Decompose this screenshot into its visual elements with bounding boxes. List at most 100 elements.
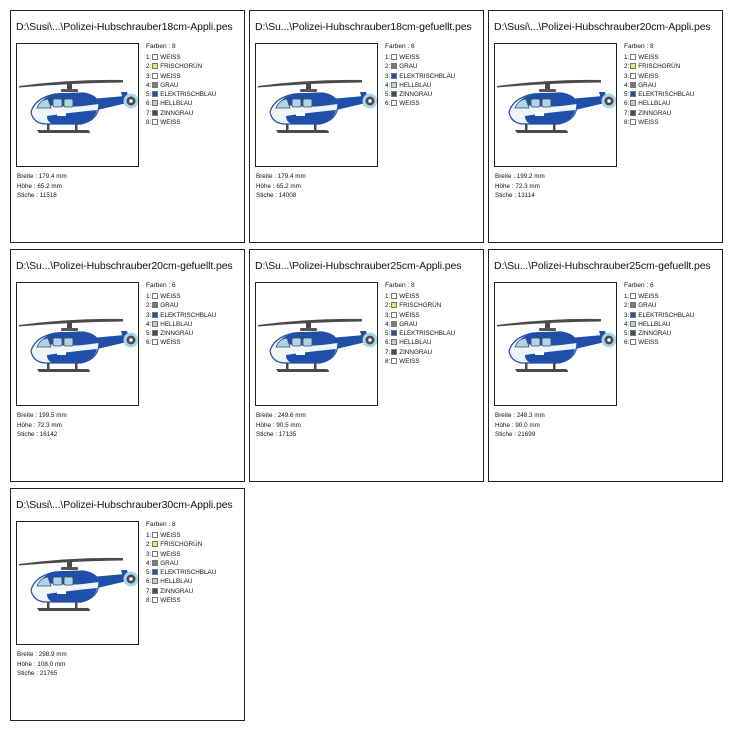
design-card[interactable]: D:\Su...\Polizei-Hubschrauber25cm-Appli.…	[249, 249, 484, 482]
design-file-path: D:\Su...\Polizei-Hubschrauber25cm-gefuel…	[494, 260, 711, 272]
thread-color-item: 5:ELEKTRISCHBLAU	[146, 90, 216, 99]
thread-color-name: GRAU	[638, 81, 657, 89]
thread-color-index: 6:	[146, 100, 152, 108]
thread-color-name: WEISS	[399, 311, 420, 319]
thread-color-swatch	[152, 320, 159, 327]
design-card[interactable]: D:\Su...\Polizei-Hubschrauber20cm-gefuel…	[10, 249, 245, 482]
stitches-value: 17135	[278, 431, 297, 438]
height-value: 108.0 mm	[37, 660, 66, 668]
thread-color-index: 4:	[624, 81, 630, 89]
width-value: 199.2 mm	[516, 173, 545, 180]
thread-color-item: 3:ELEKTRISCHBLAU	[385, 72, 455, 81]
thread-color-swatch	[152, 72, 159, 79]
width-label: Breite	[495, 173, 512, 180]
thread-color-item: 1:WEISS	[385, 53, 455, 62]
width-value: 249.6 mm	[277, 412, 306, 419]
thread-color-item: 6:HELLBLAU	[624, 99, 694, 108]
thread-color-swatch	[152, 339, 159, 346]
design-card[interactable]: D:\Susi\...\Polizei-Hubschrauber18cm-App…	[10, 10, 245, 243]
width-row: Breite : 248.3 mm	[495, 412, 545, 419]
thread-color-item: 6:HELLBLAU	[385, 338, 455, 347]
design-card[interactable]: D:\Su...\Polizei-Hubschrauber25cm-gefuel…	[488, 249, 723, 482]
thread-color-swatch	[152, 63, 159, 70]
thread-color-index: 4:	[385, 81, 391, 89]
width-label: Breite	[495, 412, 512, 419]
thread-color-swatch	[630, 302, 637, 309]
colors-count-label: Farben	[146, 43, 167, 50]
width-row: Breite : 298.9 mm	[17, 651, 67, 658]
design-card[interactable]: D:\Su...\Polizei-Hubschrauber18cm-gefuel…	[249, 10, 484, 243]
height-row: Höhe : 90.5 mm	[256, 421, 301, 429]
thread-color-index: 4:	[146, 559, 152, 567]
thread-color-name: HELLBLAU	[399, 339, 432, 347]
thread-color-name: ZINNGRAU	[399, 348, 433, 356]
stitches-label: Stiche	[495, 192, 513, 199]
width-label: Breite	[17, 173, 34, 180]
thread-color-item: 3:WEISS	[385, 311, 455, 320]
thread-color-index: 2:	[146, 302, 152, 310]
thread-color-index: 3:	[624, 311, 630, 319]
helicopter-image	[258, 79, 377, 133]
thread-color-item: 1:WEISS	[146, 53, 216, 62]
height-row: Höhe : 90.0 mm	[495, 421, 540, 429]
thread-color-item: 5:ELEKTRISCHBLAU	[385, 329, 455, 338]
width-row: Breite : 179.4 mm	[17, 173, 67, 180]
helicopter-image	[19, 557, 138, 611]
colors-count: Farben : 8	[624, 43, 654, 50]
thread-color-index: 2:	[385, 63, 391, 71]
height-label: Höhe	[495, 182, 511, 190]
design-file-path: D:\Susi\...\Polizei-Hubschrauber18cm-App…	[16, 21, 233, 33]
thread-color-swatch	[630, 320, 637, 327]
width-row: Breite : 179.4 mm	[256, 173, 306, 180]
thread-color-name: WEISS	[160, 72, 181, 80]
thread-color-item: 3: WEISS	[146, 72, 216, 81]
thread-color-swatch	[630, 91, 637, 98]
thread-color-name: WEISS	[399, 293, 420, 300]
stitches-value: 21699	[517, 431, 536, 438]
thread-color-name: WEISS	[160, 119, 181, 127]
thread-color-swatch	[391, 100, 398, 107]
thread-color-index: 4:	[624, 320, 630, 328]
height-label: Höhe	[256, 182, 272, 190]
thread-color-swatch	[391, 311, 398, 318]
thread-color-swatch	[630, 311, 637, 318]
thread-color-swatch	[391, 358, 398, 365]
thread-color-name: ELEKTRISCHBLAU	[160, 311, 217, 319]
thread-color-index: 1:	[624, 293, 630, 300]
thread-color-name: WEISS	[638, 54, 659, 61]
thread-color-name: GRAU	[160, 81, 179, 89]
thread-color-index: 2:	[624, 302, 630, 310]
thread-color-swatch	[630, 81, 637, 88]
thread-color-swatch	[152, 569, 159, 576]
thread-color-name: WEISS	[638, 339, 659, 347]
thread-color-name: FRISCHGRÜN	[160, 541, 203, 549]
helicopter-image	[497, 79, 616, 133]
thread-color-swatch	[630, 109, 637, 116]
design-card[interactable]: D:\Susi\...\Polizei-Hubschrauber30cm-App…	[10, 488, 245, 721]
thread-color-item: 1:WEISS	[146, 292, 216, 301]
design-stats: Breite : 199.5 mm Höhe : 72.3 mm Stiche …	[17, 411, 67, 440]
design-file-path: D:\Susi\...\Polizei-Hubschrauber30cm-App…	[16, 499, 233, 511]
thread-color-name: WEISS	[160, 550, 181, 558]
colors-count-value: 6	[172, 282, 176, 289]
design-card[interactable]: D:\Susi\...\Polizei-Hubschrauber20cm-App…	[488, 10, 723, 243]
thread-color-name: ZINNGRAU	[160, 109, 194, 117]
colors-count-value: 8	[172, 43, 176, 50]
design-file-path: D:\Su...\Polizei-Hubschrauber20cm-gefuel…	[16, 260, 233, 272]
thread-color-swatch	[152, 100, 159, 107]
thread-color-swatch	[630, 119, 637, 126]
thread-color-swatch	[630, 72, 637, 79]
stitches-row: Stiche : 13114	[495, 192, 535, 199]
design-stats: Breite : 199.2 mm Höhe : 72.3 mm Stiche …	[495, 172, 545, 201]
thread-color-index: 3:	[146, 72, 152, 80]
thread-color-index: 2:	[385, 302, 391, 310]
thread-color-name: WEISS	[399, 100, 420, 108]
thread-color-item: 8:WEISS	[385, 357, 455, 366]
thread-color-index: 8:	[146, 597, 152, 605]
thread-color-swatch	[152, 559, 159, 566]
thread-color-item: 5:ZINNGRAU	[385, 90, 455, 99]
width-value: 248.3 mm	[516, 412, 545, 419]
design-stats: Breite : 298.9 mm Höhe : 108.0 mm Stiche…	[17, 650, 67, 679]
